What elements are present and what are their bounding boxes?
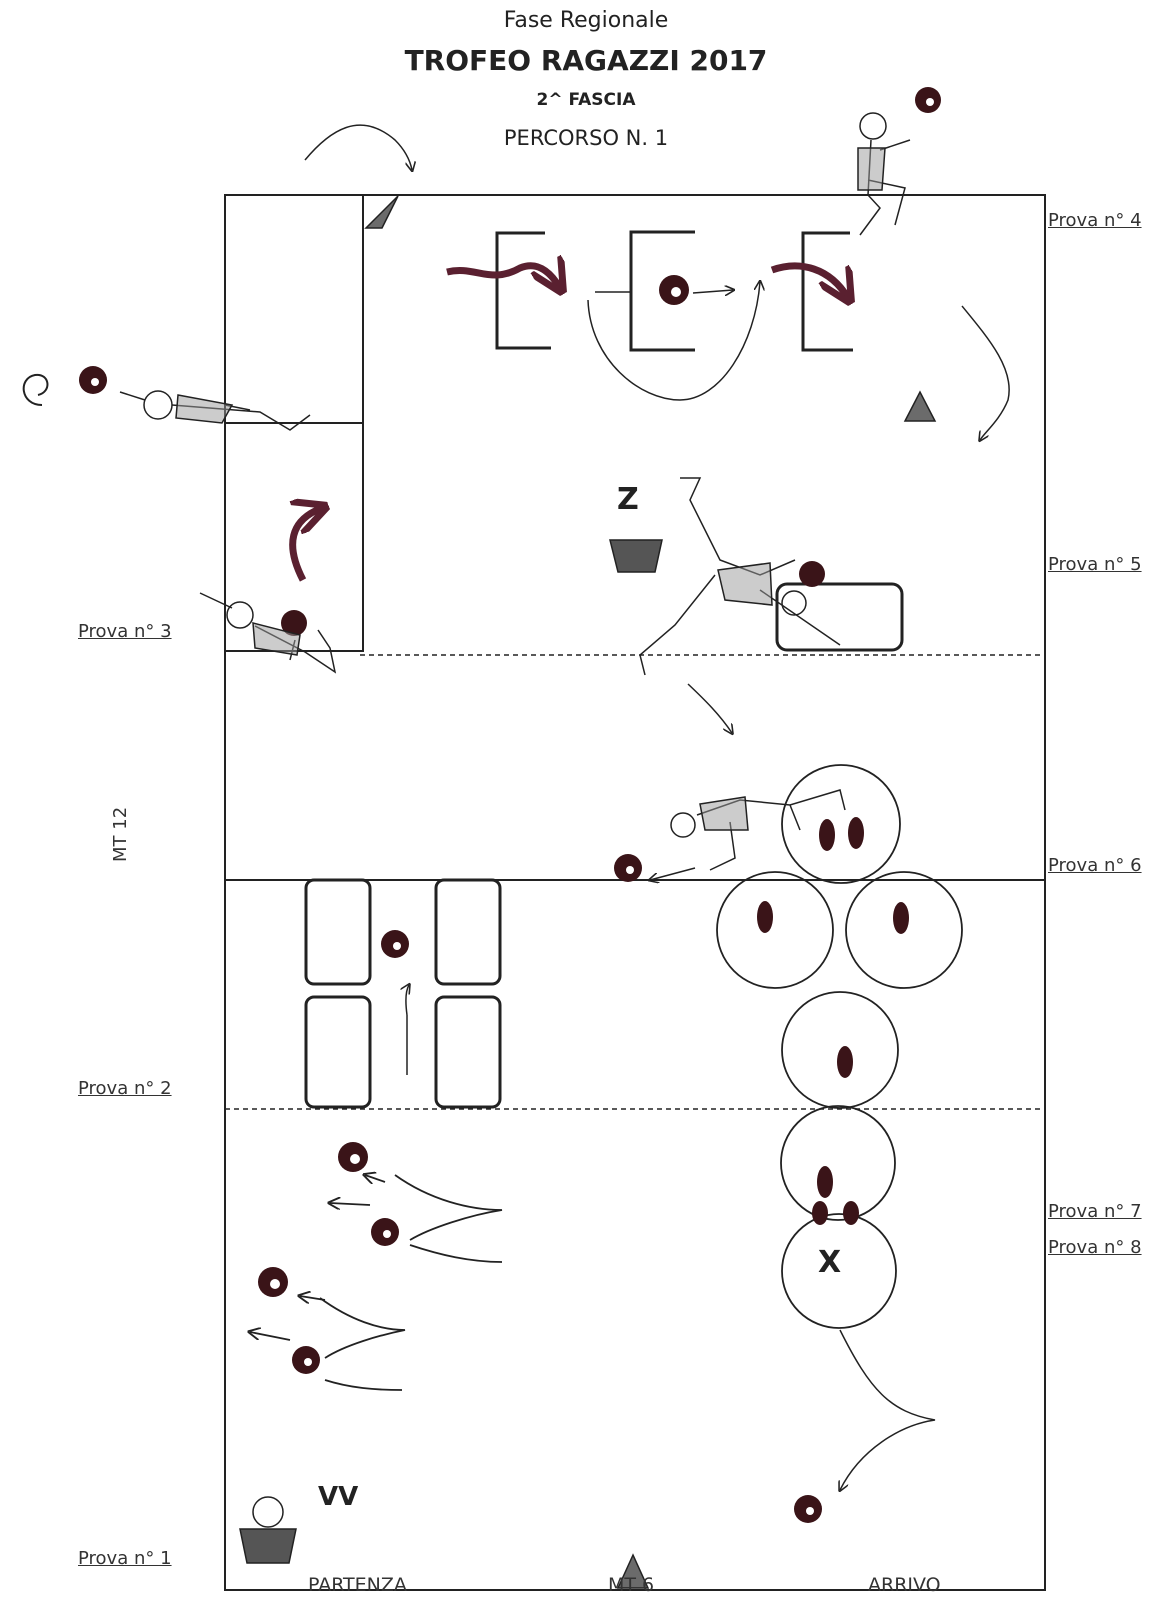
marker-vv: VV xyxy=(318,1482,359,1512)
hoops xyxy=(716,764,963,1329)
station-label-4: Prova n° 4 xyxy=(1048,210,1142,231)
cone-icon xyxy=(364,195,399,229)
length-label: MT 12 xyxy=(110,806,131,862)
hurdle-icon xyxy=(801,231,853,352)
basket-icon xyxy=(239,1528,297,1564)
mat-icon xyxy=(775,582,904,652)
width-label: MT 6 xyxy=(608,1574,655,1596)
arrow-icon xyxy=(406,985,409,1075)
finish-label: ARRIVO xyxy=(868,1574,941,1596)
station-label-1: Prova n° 1 xyxy=(78,1548,172,1569)
course-label: PERCORSO N. 1 xyxy=(503,126,669,150)
band-label: 2^ FASCIA xyxy=(536,90,636,110)
basket-icon xyxy=(609,539,663,573)
arrow-icon xyxy=(650,867,696,880)
curved-arrow-icon xyxy=(289,508,322,582)
mat-icon xyxy=(304,995,372,1109)
arrow-icon xyxy=(304,124,412,170)
ball-icons xyxy=(79,87,941,1523)
athlete-figure xyxy=(119,112,911,871)
start-label: PARTENZA xyxy=(308,1574,407,1596)
marker-x: X xyxy=(818,1245,842,1280)
arrow-icon xyxy=(692,290,733,293)
station-label-5: Prova n° 5 xyxy=(1048,554,1142,575)
station-label-2: Prova n° 2 xyxy=(78,1078,172,1099)
ball-highlights xyxy=(91,98,934,1515)
hurdle-icon xyxy=(629,230,695,352)
arrow-icon xyxy=(840,1329,936,1490)
mat-upper xyxy=(224,194,364,424)
station-label-7: Prova n° 7 xyxy=(1048,1201,1142,1222)
hurdle-icon xyxy=(495,231,551,350)
mat-icon xyxy=(434,995,502,1109)
marker-z: Z xyxy=(617,482,639,517)
cone-icon xyxy=(616,1553,650,1589)
field-outline xyxy=(224,194,1046,1591)
cone-icon xyxy=(903,390,937,422)
ball-roll-arrows xyxy=(250,1175,503,1391)
station-label-6: Prova n° 6 xyxy=(1048,855,1142,876)
station-label-3: Prova n° 3 xyxy=(78,621,172,642)
arrow-icon xyxy=(961,305,1010,440)
page-title: TROFEO RAGAZZI 2017 xyxy=(404,44,768,77)
mat-icon xyxy=(304,878,372,986)
ball-outline-icon xyxy=(252,1496,284,1528)
phase-label: Fase Regionale xyxy=(503,8,669,33)
mat-icon xyxy=(434,878,502,986)
arrow-icon xyxy=(587,282,760,401)
spin-arrow-icon xyxy=(22,373,49,406)
curved-arrow-icon xyxy=(446,266,560,288)
arrow-icon xyxy=(687,683,732,733)
footprint-icons xyxy=(757,817,909,1225)
station-label-8: Prova n° 8 xyxy=(1048,1237,1142,1258)
curved-arrow-icon xyxy=(770,262,848,298)
